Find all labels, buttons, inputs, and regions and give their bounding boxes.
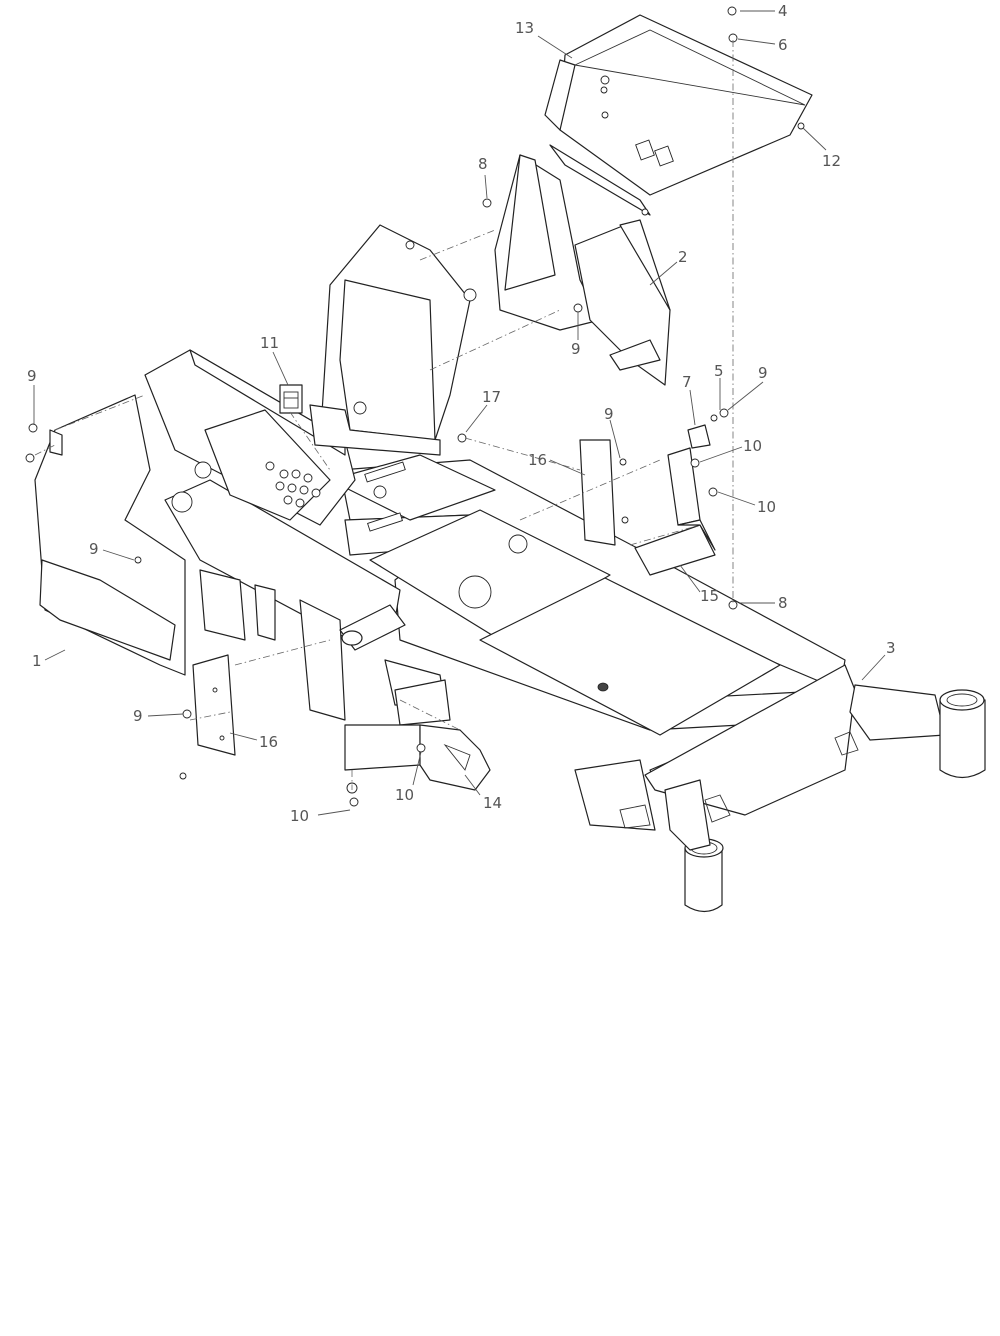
callout-15: 15 <box>700 587 719 605</box>
callout-5: 5 <box>714 362 724 380</box>
callout-16: 16 <box>259 733 278 751</box>
callout-11: 11 <box>260 334 279 352</box>
seat-support-tower <box>309 224 477 456</box>
part-7-clip <box>687 424 711 449</box>
callout-4: 4 <box>778 2 788 20</box>
part-2-right-fender <box>494 154 671 386</box>
callout-12: 12 <box>822 152 841 170</box>
callout-14: 14 <box>483 794 502 812</box>
callout-10: 10 <box>757 498 776 516</box>
left-front-assembly <box>144 349 451 726</box>
leader-lines <box>33 10 886 816</box>
callouts: 1 2 3 4 5 6 7 8 8 9 9 9 9 9 9 9 10 10 10… <box>27 2 896 825</box>
callout-16: 16 <box>528 451 547 469</box>
fasteners <box>25 6 805 807</box>
callout-9: 9 <box>89 540 99 558</box>
callout-10: 10 <box>743 437 762 455</box>
part-16-left-panel <box>192 654 236 756</box>
part-13-top-cover <box>544 14 813 216</box>
callout-10: 10 <box>395 786 414 804</box>
callout-9: 9 <box>604 405 614 423</box>
part-11-switch <box>279 384 303 414</box>
callout-9: 9 <box>27 367 37 385</box>
callout-13: 13 <box>515 19 534 37</box>
callout-3: 3 <box>886 639 896 657</box>
callout-17: 17 <box>482 388 501 406</box>
callout-9: 9 <box>571 340 581 358</box>
callout-8: 8 <box>778 594 788 612</box>
part-1-left-fender <box>34 394 186 676</box>
callout-8: 8 <box>478 155 488 173</box>
callout-2: 2 <box>678 248 688 266</box>
part-15-bracket <box>634 447 716 576</box>
callout-9: 9 <box>133 707 143 725</box>
callout-7: 7 <box>682 373 692 391</box>
callout-6: 6 <box>778 36 788 54</box>
callout-9: 9 <box>758 364 768 382</box>
assembly-lines <box>34 40 734 790</box>
part-14-bracket <box>344 724 491 791</box>
main-frame <box>329 454 986 913</box>
callout-1: 1 <box>32 652 42 670</box>
part-16-right-panel <box>579 439 616 546</box>
callout-10: 10 <box>290 807 309 825</box>
